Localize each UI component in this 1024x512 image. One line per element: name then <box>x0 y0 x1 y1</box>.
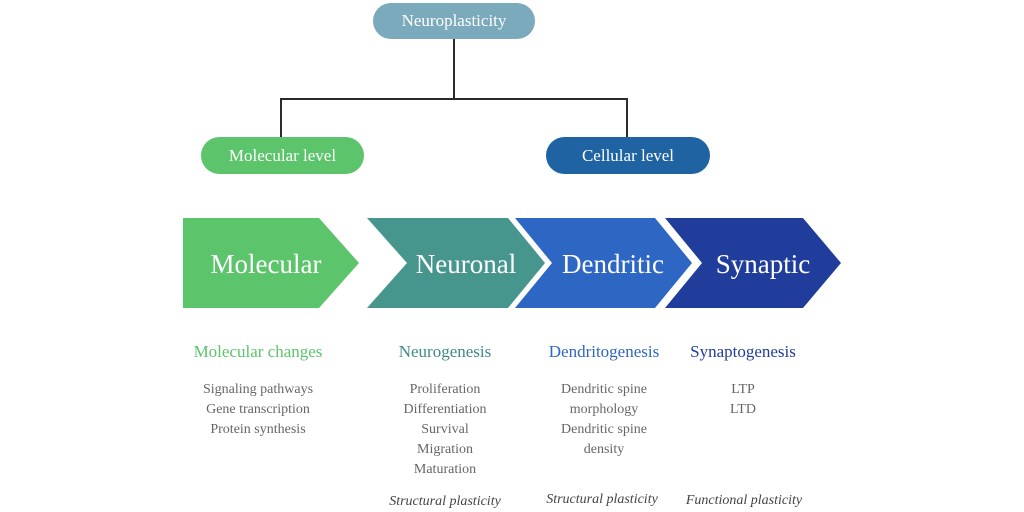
column-heading-synaptogenesis: Synaptogenesis <box>690 342 796 361</box>
footer-neuronal-structural-plasticity: Structural plasticity <box>389 494 501 509</box>
chevron-synaptic <box>665 218 841 308</box>
connector-right-drop <box>626 98 628 137</box>
column-neurogenesis: Neurogenesis Proliferation Differentiati… <box>370 342 520 480</box>
level-node-label: Molecular level <box>228 145 337 165</box>
list-item: LTD <box>730 402 756 417</box>
chevron-label-dendritic: Dendritic <box>562 248 664 279</box>
column-dendritogenesis: Dendritogenesis Dendritic spine morpholo… <box>519 342 689 460</box>
column-heading-neurogenesis: Neurogenesis <box>398 342 492 361</box>
list-item: Differentiation <box>403 402 487 417</box>
list-item: morphology <box>569 402 639 417</box>
chevron-label-neuronal: Neuronal <box>415 248 517 279</box>
chevron-label-synaptic: Synaptic <box>715 248 811 279</box>
level-node-molecular: Molecular level <box>201 137 364 174</box>
connector-root-stem <box>453 39 455 99</box>
footer-dendritic-structural-plasticity: Structural plasticity <box>546 492 658 507</box>
list-item: Dendritic spine <box>561 422 647 437</box>
column-synaptogenesis: Synaptogenesis LTP LTD <box>673 342 813 420</box>
column-molecular: Molecular changes Signaling pathways Gen… <box>170 342 346 440</box>
root-node-neuroplasticity: Neuroplasticity <box>373 3 535 39</box>
list-item: density <box>583 442 625 457</box>
chevron-neuronal <box>367 218 545 308</box>
footer-synaptic-functional-plasticity: Functional plasticity <box>685 493 803 508</box>
list-item: Signaling pathways <box>202 382 314 397</box>
level-node-label: Cellular level <box>581 145 675 165</box>
chevron-label-molecular: Molecular <box>210 248 322 279</box>
column-heading-molecular-changes: Molecular changes <box>193 342 323 361</box>
list-item: LTP <box>731 382 755 397</box>
root-node-label: Neuroplasticity <box>401 11 507 30</box>
connector-horizontal <box>280 98 628 100</box>
list-item: Maturation <box>413 462 477 477</box>
list-item: Survival <box>421 422 469 437</box>
list-item: Protein synthesis <box>210 422 306 437</box>
list-item: Dendritic spine <box>561 382 647 397</box>
list-item: Gene transcription <box>206 402 310 417</box>
list-item: Proliferation <box>409 382 481 397</box>
connector-left-drop <box>280 98 282 137</box>
list-item: Migration <box>417 442 473 457</box>
level-node-cellular: Cellular level <box>546 137 710 174</box>
chevron-molecular <box>183 218 359 308</box>
column-heading-dendritogenesis: Dendritogenesis <box>548 342 660 361</box>
chevron-dendritic <box>515 218 692 308</box>
